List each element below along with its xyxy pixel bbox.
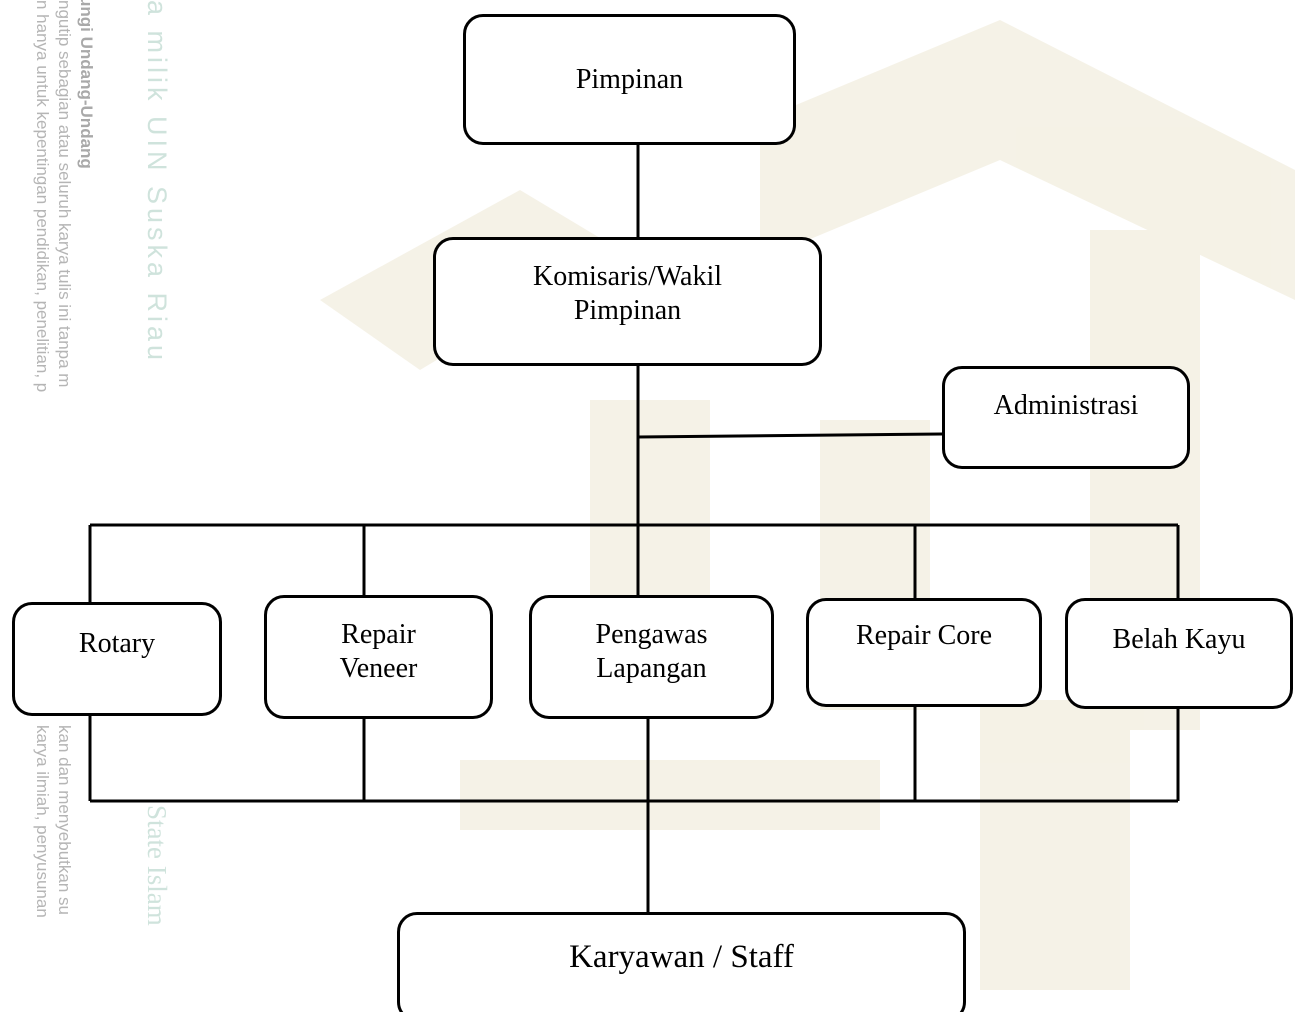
node-komisaris-label: Komisaris/Wakil Pimpinan — [532, 261, 723, 326]
node-administrasi[interactable]: Administrasi — [942, 366, 1190, 469]
node-pengawas-label: Pengawas Lapangan — [595, 619, 708, 684]
node-administrasi-label: Administrasi — [993, 390, 1139, 421]
node-repair-veneer[interactable]: Repair Veneer — [264, 595, 493, 719]
node-rotary[interactable]: Rotary — [12, 602, 222, 716]
node-rotary-label: Rotary — [78, 628, 156, 659]
node-pimpinan[interactable]: Pimpinan — [463, 14, 796, 145]
node-karyawan-label: Karyawan / Staff — [569, 939, 794, 975]
node-komisaris-wakil-pimpinan[interactable]: Komisaris/Wakil Pimpinan — [433, 237, 822, 366]
node-karyawan-staff[interactable]: Karyawan / Staff — [397, 912, 966, 1012]
node-repair-core-label: Repair Core — [855, 620, 993, 651]
watermark-bar — [460, 760, 880, 830]
node-belah-kayu[interactable]: Belah Kayu — [1065, 598, 1293, 709]
node-repair-veneer-label: Repair Veneer — [339, 619, 418, 684]
node-pengawas-lapangan[interactable]: Pengawas Lapangan — [529, 595, 774, 719]
node-pimpinan-label: Pimpinan — [575, 63, 684, 95]
node-repair-core[interactable]: Repair Core — [806, 598, 1042, 707]
line-to-administrasi — [637, 432, 943, 439]
node-belah-kayu-label: Belah Kayu — [1112, 624, 1246, 655]
watermark-pillar-4 — [980, 700, 1130, 990]
